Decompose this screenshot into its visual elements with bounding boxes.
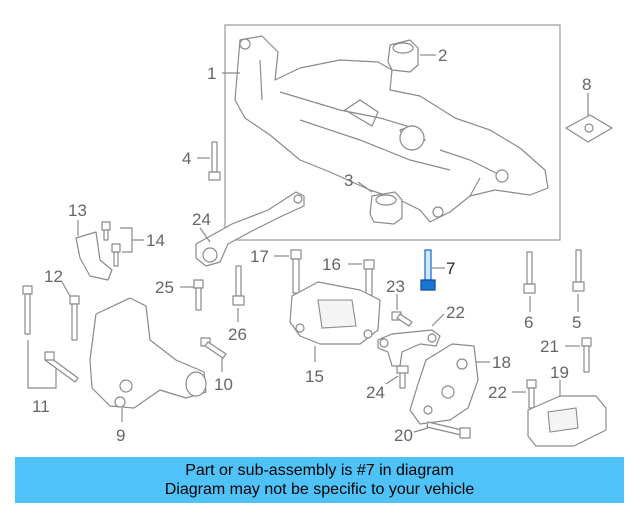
callout-11: 11 — [32, 397, 50, 416]
callout-18: 18 — [492, 353, 511, 372]
subframe-box — [224, 24, 561, 241]
part-13-bracket[interactable] — [75, 231, 113, 281]
part-14-bolts[interactable] — [101, 221, 121, 267]
part-24-bolt-upper[interactable] — [391, 311, 413, 327]
part-23-link[interactable] — [377, 329, 441, 367]
part-6-bolt[interactable] — [523, 251, 536, 294]
part-19-mount[interactable] — [527, 395, 607, 447]
part-26-bolt[interactable] — [193, 279, 204, 311]
part-5-bolt[interactable] — [572, 249, 585, 292]
callout-23: 22 — [446, 303, 465, 322]
part-3-bushing[interactable] — [369, 191, 403, 225]
callout-4: 4 — [182, 149, 191, 168]
part-12-bolt[interactable] — [69, 295, 80, 341]
part-9-mount[interactable] — [89, 297, 207, 409]
callout-13: 13 — [68, 201, 87, 220]
callout-25: 24 — [192, 210, 211, 229]
callout-2: 2 — [438, 46, 447, 65]
callout-1: 1 — [207, 64, 216, 83]
part-16-bolt[interactable] — [363, 259, 375, 296]
part-18-bracket[interactable] — [409, 343, 479, 425]
parts-diagram: 1 2 3 4 8 7 6 5 — [22, 24, 613, 447]
part-2-bushing[interactable] — [387, 39, 419, 73]
part-20-bolt[interactable] — [426, 421, 471, 439]
callout-26: 25 — [155, 278, 174, 297]
part-17-bolt[interactable] — [290, 249, 302, 294]
banner-line-1: Part or sub-assembly is #7 in diagram — [185, 462, 454, 479]
part-25-torque-arm[interactable] — [195, 191, 305, 267]
callout-7: 7 — [446, 259, 455, 278]
callout-3: 3 — [344, 171, 353, 190]
part-1-subframe[interactable] — [234, 35, 549, 223]
part-22-bolt[interactable] — [526, 379, 537, 409]
callout-15: 15 — [305, 367, 324, 386]
callout-8: 8 — [582, 75, 591, 94]
callout-9: 9 — [116, 426, 125, 445]
callout-12: 12 — [44, 267, 63, 286]
callout-27: 26 — [228, 325, 247, 344]
callout-17: 17 — [250, 247, 269, 266]
callout-24-upper: 23 — [386, 277, 405, 296]
callout-19: 19 — [550, 363, 569, 382]
part-15-mount[interactable] — [289, 281, 381, 345]
callout-20: 20 — [394, 426, 413, 445]
part-10-bolt[interactable] — [200, 337, 227, 359]
part-21-bolt[interactable] — [581, 337, 592, 373]
part-4-bolt[interactable] — [208, 141, 221, 181]
callout-14: 14 — [146, 231, 165, 250]
part-7-bolt[interactable] — [420, 249, 436, 291]
callout-24-lower: 24 — [366, 383, 385, 402]
callout-5: 5 — [572, 313, 581, 332]
part-27-bolt[interactable] — [232, 265, 245, 306]
callout-22: 22 — [488, 383, 507, 402]
part-8-plate[interactable] — [565, 114, 613, 143]
banner-line-2: Diagram may not be specific to your vehi… — [164, 481, 475, 498]
callout-21: 21 — [540, 337, 559, 356]
part-24-bolt-lower[interactable] — [396, 365, 409, 389]
part-11-bolts[interactable] — [22, 285, 79, 383]
callout-6: 6 — [524, 313, 533, 332]
callout-10: 10 — [214, 375, 233, 394]
callout-16: 16 — [322, 255, 341, 274]
info-banner: Part or sub-assembly is #7 in diagram Di… — [15, 457, 624, 503]
